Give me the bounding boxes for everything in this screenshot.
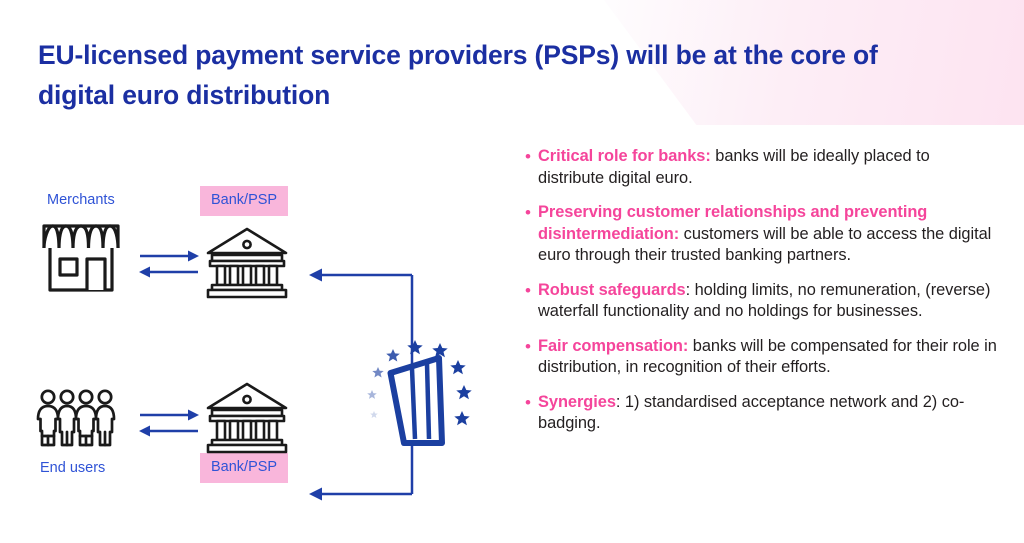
end-users-label: End users (40, 460, 106, 476)
bullet-text: Fair compensation: banks will be compens… (538, 336, 1000, 379)
bullet-lead: Critical role for banks: (538, 147, 711, 165)
bank-building-icon-bottom (203, 378, 291, 461)
bullet-lead: Fair compensation: (538, 336, 689, 355)
list-item: • Robust safeguards: holding limits, no … (522, 280, 1000, 323)
bullet-marker: • (525, 280, 531, 300)
bullet-marker: • (525, 336, 531, 356)
list-item: • Synergies: 1) standardised acceptance … (522, 392, 1000, 435)
bullet-text: Synergies: 1) standardised acceptance ne… (538, 392, 1000, 435)
bullet-text: Critical role for banks: banks will be i… (538, 146, 1000, 189)
bullet-text: Preserving customer relationships and pr… (538, 202, 1000, 267)
bullet-lead: Robust safeguards (538, 280, 686, 299)
bank-building-icon-top (203, 223, 291, 306)
bullet-marker: • (525, 203, 531, 222)
bullet-lead: Preserving customer relationships and pr… (538, 203, 928, 243)
bullet-body: banks will be compensated for their role… (538, 336, 997, 377)
bullet-body: : holding limits, no remuneration, (reve… (538, 280, 991, 321)
bank-psp-bottom-label: Bank/PSP (200, 453, 289, 483)
shop-icon (38, 218, 124, 301)
key-points-list: • Critical role for banks: banks will be… (522, 146, 1000, 435)
page-title-line-2: digital euro distribution (38, 79, 331, 110)
list-item: • Critical role for banks: banks will be… (522, 146, 1000, 189)
bullet-marker: • (525, 392, 531, 412)
list-item: • Preserving customer relationships and … (522, 202, 1000, 267)
page-title-line-1: EU-licensed payment service providers (P… (38, 39, 878, 70)
bullet-lead: Synergies (538, 392, 616, 411)
people-group-icon (34, 388, 118, 457)
merchant-bank-exchange-arrows (139, 250, 199, 278)
list-item: • Fair compensation: banks will be compe… (522, 336, 1000, 379)
enduser-bank-exchange-arrows (139, 409, 199, 437)
bank-psp-top-label: Bank/PSP (200, 186, 289, 216)
bullet-text: Robust safeguards: holding limits, no re… (538, 280, 1000, 323)
page-title: EU-licensed payment service providers (P… (38, 36, 918, 116)
bullet-body: customers will be able to access the dig… (538, 224, 992, 265)
merchants-label: Merchants (47, 192, 115, 208)
bullet-marker: • (525, 147, 531, 166)
ecb-euro-stars-logo (309, 268, 472, 501)
distribution-diagram: Merchants Bank/PSP (0, 130, 510, 543)
bullet-body: banks will be ideally placed to distribu… (538, 147, 930, 187)
bullet-body: : 1) standardised acceptance network and… (538, 392, 965, 433)
